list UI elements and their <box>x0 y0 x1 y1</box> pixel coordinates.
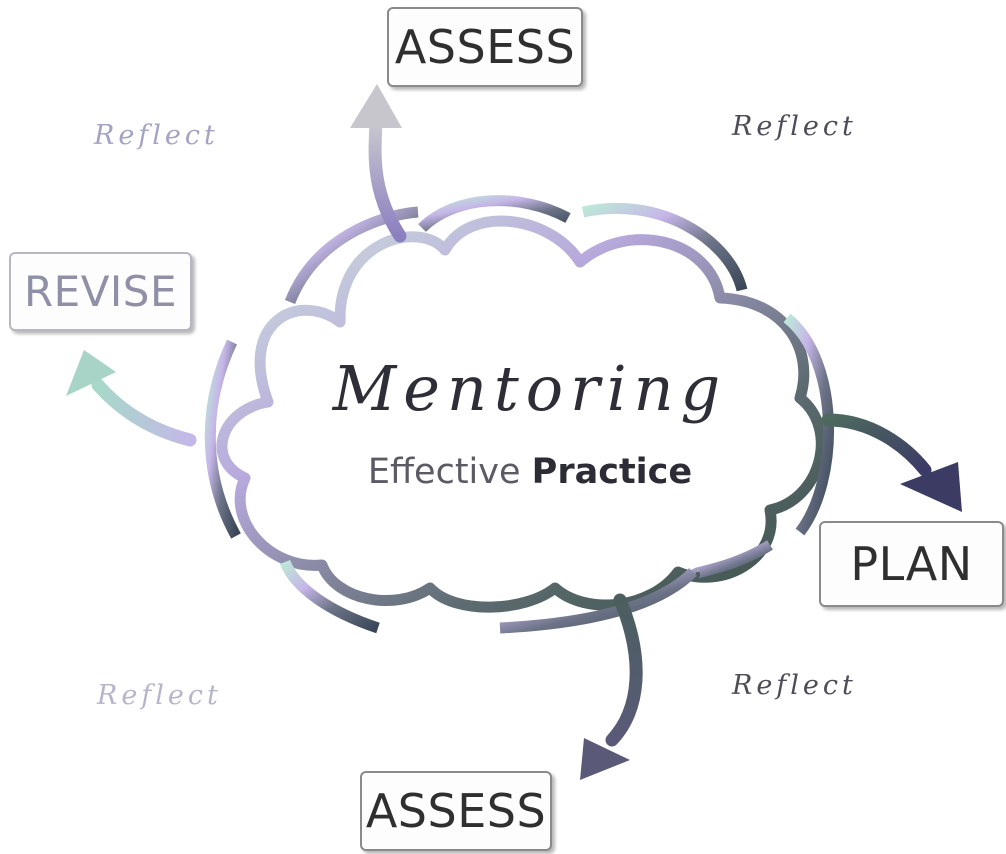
plan-label: PLAN <box>850 537 973 591</box>
center-title: Mentoring <box>332 352 728 425</box>
arrow-to-plan <box>821 413 962 512</box>
center-subtitle-word2: Practice <box>531 452 693 492</box>
assess-top-box: ASSESS <box>387 7 583 87</box>
center-subtitle-word1: Effective <box>367 452 521 492</box>
reflect-label-bottom-left: Reflect <box>97 680 222 711</box>
outer-arc-top <box>418 195 571 233</box>
assess-bottom-box: ASSESS <box>360 771 552 851</box>
outer-arc-left <box>204 339 241 539</box>
outer-arc-top-left <box>284 206 419 305</box>
revise-box: REVISE <box>9 252 192 331</box>
cloud-outline <box>216 215 827 613</box>
arrow-to-assess-top <box>350 84 407 243</box>
arrow-to-revise <box>66 350 197 447</box>
outer-arc-top-right <box>581 202 748 292</box>
revise-label: REVISE <box>23 267 178 316</box>
assess-top-label: ASSESS <box>394 20 576 74</box>
reflect-label-bottom-right: Reflect <box>732 670 857 701</box>
assess-bottom-label: ASSESS <box>365 784 547 838</box>
outer-arc-bottom <box>499 568 697 634</box>
reflect-label-top-right: Reflect <box>732 111 857 142</box>
outer-arc-bottom-left <box>279 559 380 634</box>
arrow-to-assess-bottom <box>580 593 643 780</box>
reflect-label-top-left: Reflect <box>94 120 219 151</box>
plan-box: PLAN <box>819 521 1004 607</box>
center-subtitle: Effective Practice <box>330 452 730 492</box>
